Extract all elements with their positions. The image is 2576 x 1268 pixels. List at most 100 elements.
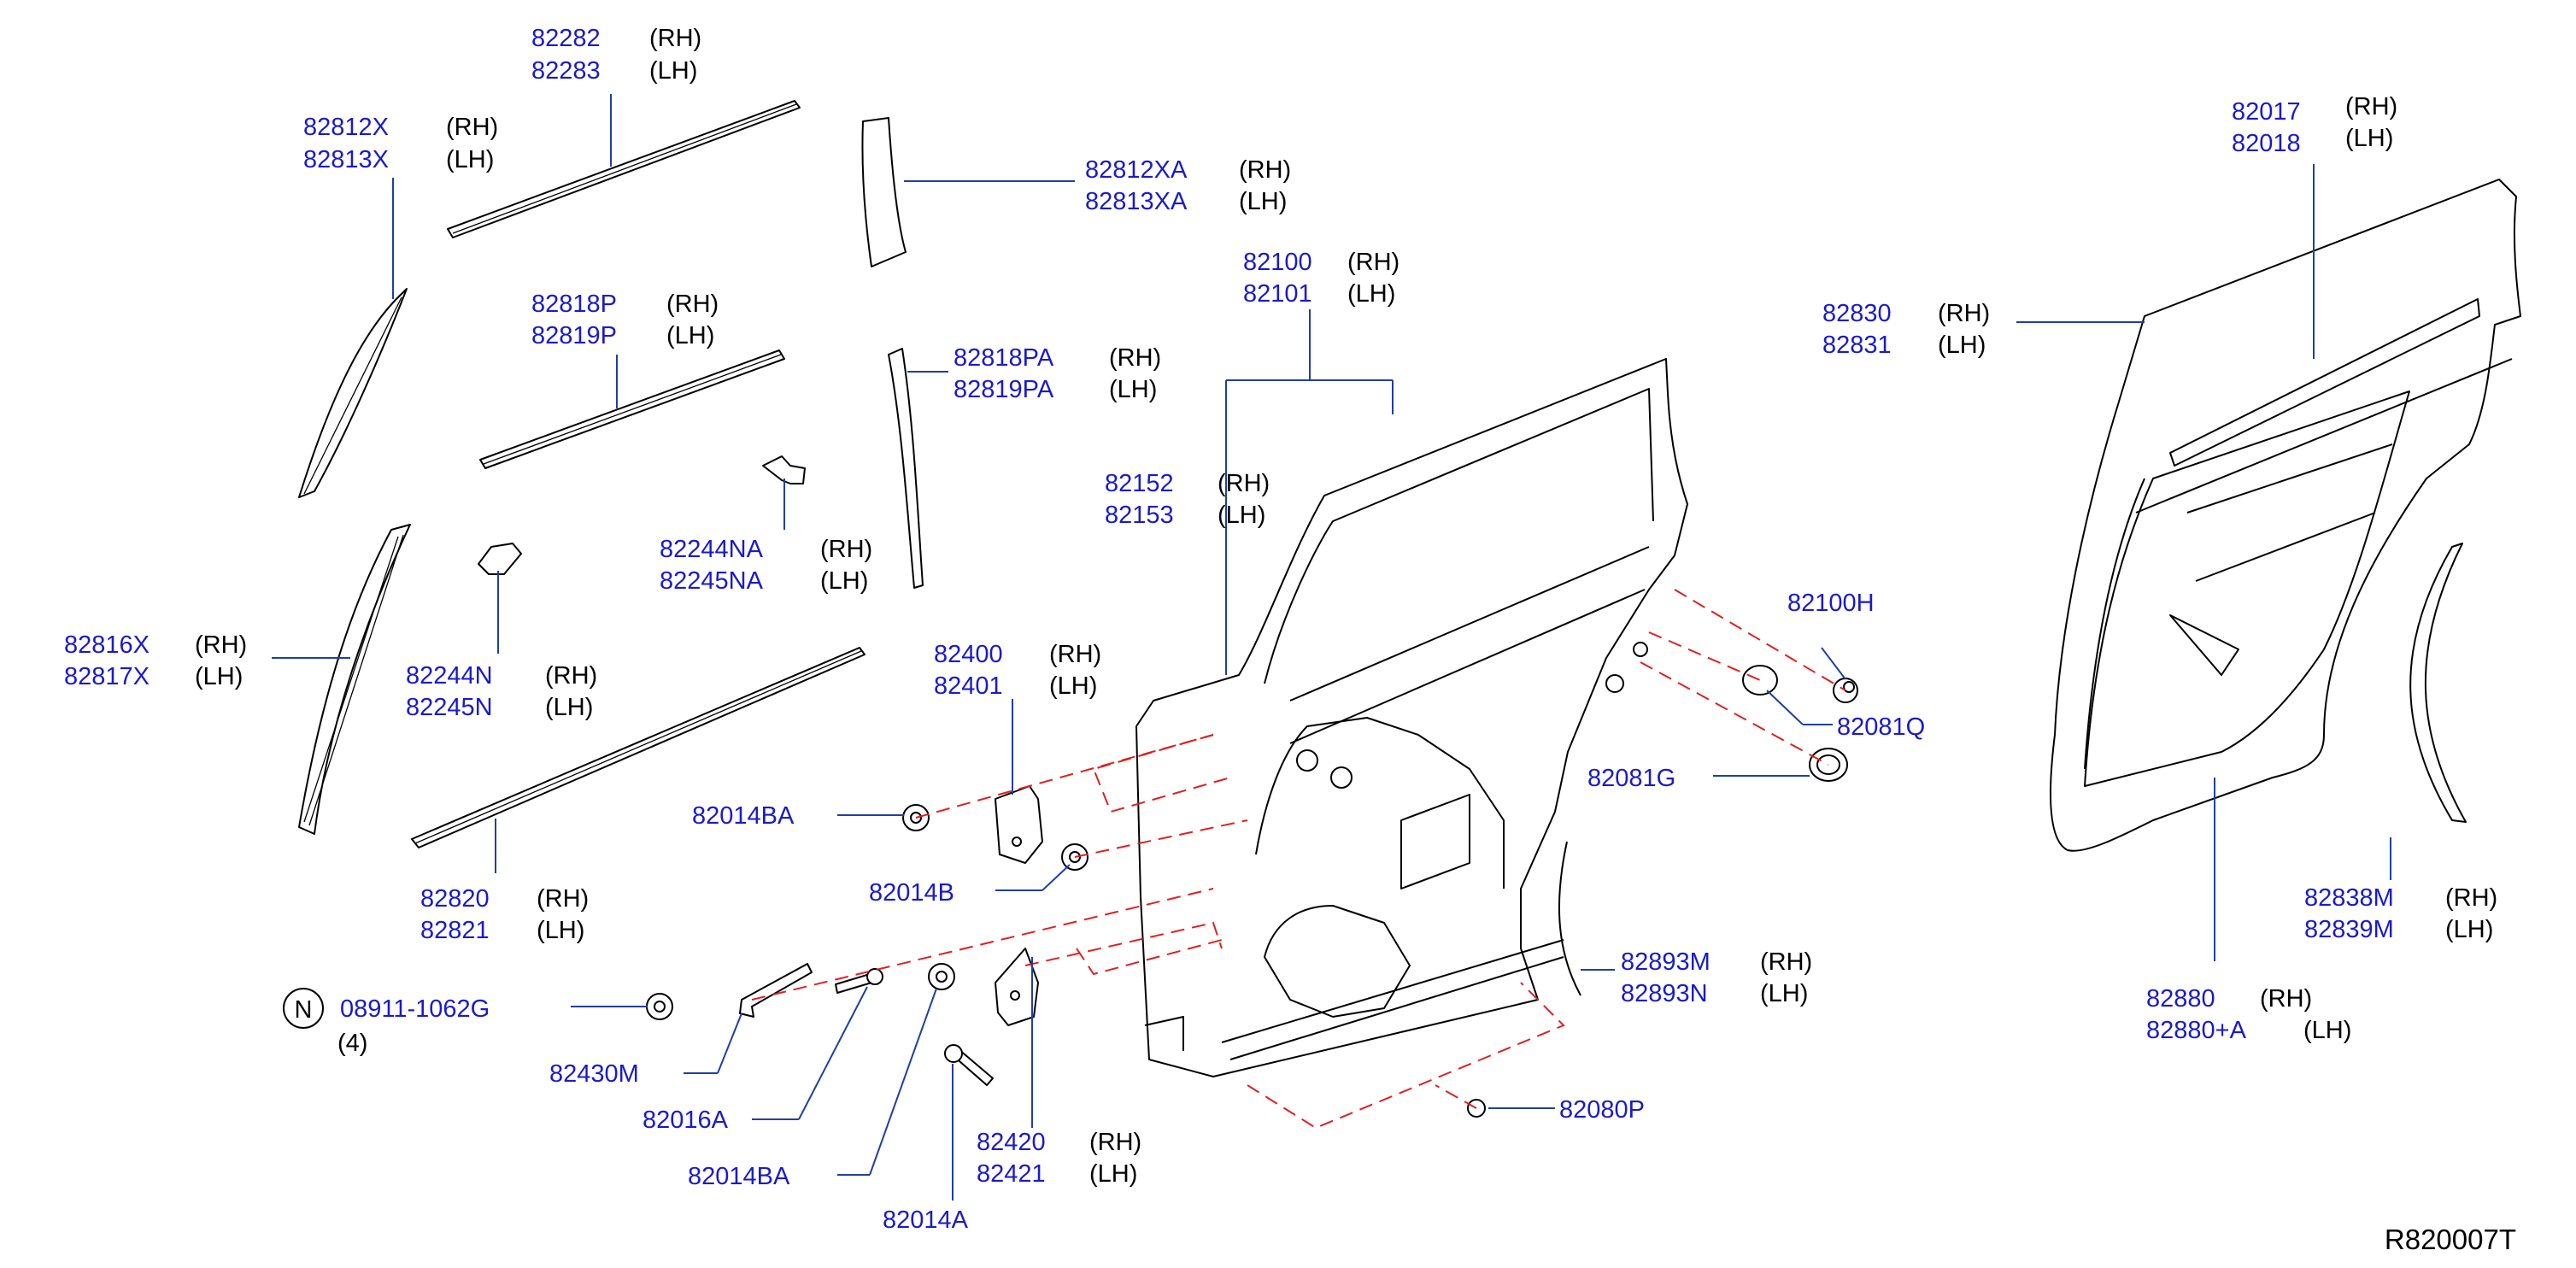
- part-number: 82818PA: [954, 344, 1054, 372]
- side-rh: (RH): [1938, 300, 1990, 327]
- part-number: 82831: [1822, 332, 1892, 359]
- label-82430M: 82430M: [549, 1060, 639, 1088]
- side-lh: (LH): [195, 663, 243, 690]
- part-number: 82152: [1105, 470, 1174, 497]
- side-rh: (RH): [2445, 884, 2497, 912]
- label-82100: 82100 82101 (RH) (LH): [1243, 249, 1399, 308]
- part-number: 82244NA: [660, 536, 764, 563]
- label-82100H: 82100H: [1787, 590, 1875, 617]
- leader-lines: [272, 94, 2391, 1200]
- label-82818P: 82818P 82819P (RH) (LH): [531, 291, 719, 349]
- side-lh: (LH): [545, 694, 593, 721]
- part-number: 82818P: [531, 291, 617, 318]
- note-n-circle: [283, 988, 324, 1029]
- part-number: 82421: [977, 1160, 1046, 1188]
- label-82830: 82830 82831 (RH) (LH): [1822, 300, 1990, 359]
- part-number: 82830: [1822, 300, 1892, 327]
- side-rh: (RH): [545, 662, 597, 690]
- side-lh: (LH): [2345, 125, 2393, 152]
- part-number: 82880+A: [2146, 1017, 2247, 1044]
- part-number: 82283: [531, 57, 601, 85]
- side-rh: (RH): [1347, 249, 1399, 276]
- part-number: 82430M: [549, 1060, 639, 1088]
- side-rh: (RH): [1218, 470, 1270, 497]
- check-link-82430M-drawing: [739, 963, 813, 1018]
- label-82017: 82017 82018 (RH) (LH): [2232, 93, 2397, 157]
- label-82016A: 82016A: [643, 1107, 729, 1134]
- label-82818PA: 82818PA 82819PA (RH) (LH): [954, 344, 1161, 403]
- side-lh: (LH): [1239, 188, 1287, 215]
- label-82838M: 82838M 82839M (RH) (LH): [2304, 884, 2497, 943]
- label-82080P: 82080P: [1559, 1096, 1645, 1124]
- exploded-view-dashes: [751, 589, 1846, 1130]
- nut-08911-drawing: [646, 993, 673, 1020]
- label-82244NA: 82244NA 82245NA (RH) (LH): [660, 536, 872, 595]
- part-number: 82819P: [531, 322, 617, 349]
- part-number: 08911-1062G: [340, 995, 490, 1023]
- part-number: 82016A: [643, 1107, 729, 1134]
- part-number: 82401: [934, 672, 1003, 700]
- side-rh: (RH): [649, 25, 701, 52]
- part-number: 82101: [1243, 280, 1312, 308]
- label-08911: N 08911-1062G (4): [283, 988, 490, 1057]
- part-number: 82081G: [1587, 765, 1675, 792]
- side-rh: (RH): [446, 114, 498, 141]
- side-rh: (RH): [2260, 985, 2312, 1013]
- side-lh: (LH): [666, 322, 714, 349]
- label-82816X: 82816X 82817X (RH) (LH): [64, 631, 247, 690]
- side-rh: (RH): [820, 536, 872, 563]
- part-number: 82893M: [1621, 948, 1710, 976]
- seal-82838M-drawing: [2409, 543, 2467, 823]
- label-82282: 82282 82283 (RH) (LH): [531, 25, 701, 85]
- hinge-82420-drawing: [995, 948, 1039, 1026]
- side-lh: (LH): [2303, 1017, 2351, 1044]
- label-82880: 82880 82880+A (RH) (LH): [2146, 985, 2351, 1044]
- label-82400: 82400 82401 (RH) (LH): [934, 641, 1101, 700]
- part-number: 82816X: [64, 631, 150, 659]
- side-rh: (RH): [1109, 344, 1161, 372]
- part-number: 82100: [1243, 249, 1312, 276]
- side-lh: (LH): [1089, 1160, 1137, 1188]
- label-82893M: 82893M 82893N (RH) (LH): [1621, 948, 1812, 1007]
- side-rh: (RH): [1239, 156, 1291, 184]
- side-lh: (LH): [537, 917, 584, 944]
- label-82812X: 82812X 82813X (RH) (LH): [303, 114, 498, 173]
- molding-82282-drawing: [447, 100, 801, 238]
- label-82081Q: 82081Q: [1837, 713, 1925, 741]
- part-number: 82821: [420, 917, 490, 944]
- seal-82893M-drawing: [1558, 841, 1581, 996]
- part-number: 82014BA: [688, 1163, 790, 1190]
- garnish-82812XA-drawing: [861, 117, 907, 267]
- label-82014BA-upper: 82014BA: [692, 802, 795, 830]
- part-number: 82880: [2146, 985, 2215, 1013]
- side-lh: (LH): [1760, 980, 1808, 1007]
- part-number: 82420: [977, 1129, 1046, 1156]
- part-number: 82014B: [869, 879, 954, 907]
- quantity: (4): [337, 1030, 367, 1057]
- part-number: 82838M: [2304, 884, 2394, 912]
- label-82420: 82420 82421 (RH) (LH): [977, 1129, 1141, 1188]
- side-lh: (LH): [1938, 332, 1986, 359]
- molding-82820-drawing: [411, 647, 866, 848]
- clip-82244N-drawing: [478, 543, 522, 575]
- side-lh: (LH): [2445, 916, 2493, 943]
- side-lh: (LH): [820, 567, 868, 595]
- label-82014A: 82014A: [883, 1206, 969, 1234]
- side-lh: (LH): [1109, 376, 1157, 403]
- label-82081G: 82081G: [1587, 765, 1675, 792]
- part-number: 82017: [2232, 98, 2301, 126]
- weatherstrip-82017-drawing: [2050, 179, 2521, 852]
- part-number: 82813X: [303, 146, 389, 173]
- part-number: 82014A: [883, 1206, 969, 1234]
- part-number: 82282: [531, 25, 601, 52]
- door-panel-82100-drawing: [1135, 358, 1688, 1077]
- side-lh: (LH): [1218, 502, 1265, 529]
- part-number: 82245N: [406, 694, 493, 721]
- part-number: 82153: [1105, 502, 1174, 529]
- label-82244N: 82244N 82245N (RH) (LH): [406, 662, 597, 721]
- label-82152: 82152 82153 (RH) (LH): [1105, 470, 1270, 529]
- side-lh: (LH): [1347, 280, 1395, 308]
- note-n-symbol: N: [295, 996, 313, 1024]
- trim-82816X-drawing: [298, 524, 411, 835]
